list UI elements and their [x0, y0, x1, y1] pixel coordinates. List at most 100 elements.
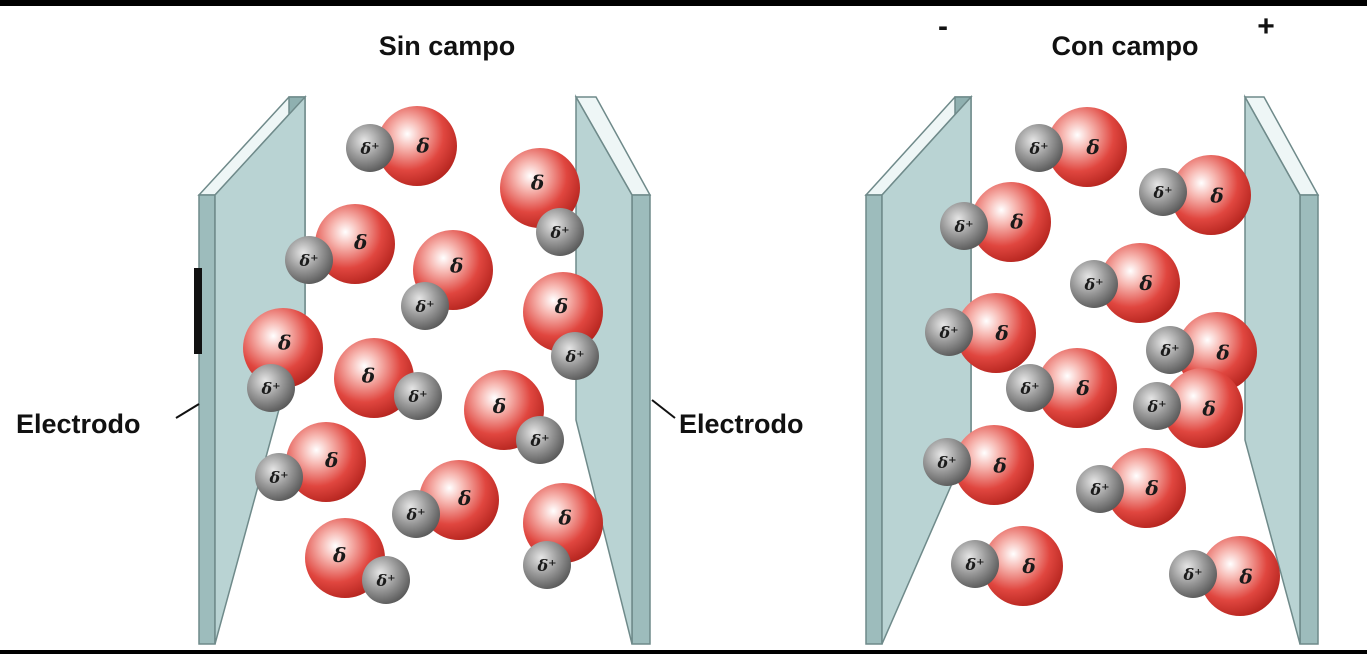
molecules-layer: δ δ⁺ δ δ⁺ δ δ⁺ δ δ⁺ δ δ⁺ δ δ⁺ δ δ⁺ δ δ⁺ δ δ⁺ δ δ⁺ δ δ⁺ δ δ⁺ δ δ⁺ δ… — [243, 106, 1280, 616]
oxygen-charge-label: δ — [1075, 376, 1089, 400]
negative-sign: - — [938, 10, 948, 43]
oxygen-charge-label: δ — [324, 448, 338, 472]
left-water-molecule-8: δ δ⁺ — [464, 370, 564, 464]
hydrogen-atom — [1146, 326, 1194, 374]
hydrogen-atom — [401, 282, 449, 330]
oxygen-charge-label: δ — [1021, 554, 1035, 578]
electrode-connector — [194, 268, 202, 354]
hydrogen-charge-label: δ⁺ — [1182, 565, 1202, 584]
left-water-molecule-5: δδ⁺ — [523, 272, 603, 380]
oxygen-atom — [334, 338, 414, 418]
oxygen-charge-label: δ — [332, 543, 346, 567]
right-panel-positive-electrode — [1243, 94, 1320, 645]
left-water-molecule-9: δ δ⁺ — [255, 422, 366, 502]
right-water-molecule-6: δ δ⁺ — [925, 293, 1036, 373]
right-panel-title: Con campo — [1051, 31, 1198, 61]
oxygen-charge-label: δ — [1215, 340, 1229, 364]
hydrogen-atom — [1015, 124, 1063, 172]
right-water-molecule-5: δ δ⁺ — [1146, 312, 1257, 392]
oxygen-atom — [983, 526, 1063, 606]
hydrogen-charge-label: δ⁺ — [529, 431, 549, 450]
hydrogen-charge-label: δ⁺ — [549, 223, 569, 242]
hydrogen-charge-label: δ⁺ — [375, 571, 395, 590]
right-electrode-label: Electrodo — [679, 409, 804, 439]
hydrogen-charge-label: δ⁺ — [260, 379, 280, 398]
hydrogen-atom — [940, 202, 988, 250]
oxygen-charge-label: δ — [1009, 209, 1023, 233]
oxygen-charge-label: δ — [415, 134, 429, 158]
left-water-molecule-10: δ δ⁺ — [392, 460, 499, 540]
right-water-molecule-4: δ δ⁺ — [1070, 243, 1180, 323]
left-water-molecule-12: δ δ⁺ — [305, 518, 410, 604]
right-water-molecule-7: δδ⁺ — [1006, 348, 1117, 428]
oxygen-charge-label: δ — [361, 364, 375, 388]
oxygen-atom — [954, 425, 1034, 505]
hydrogen-atom — [346, 124, 394, 172]
positive-sign: + — [1257, 10, 1275, 43]
right-water-molecule-12: δδ⁺ — [1169, 536, 1280, 616]
left-water-molecule-7: δ δ⁺ — [334, 338, 442, 420]
left-water-molecule-11: δ δ⁺ — [523, 483, 603, 589]
hydrogen-atom — [536, 208, 584, 256]
hydrogen-charge-label: δ⁺ — [405, 505, 425, 524]
hydrogen-atom — [925, 308, 973, 356]
oxygen-charge-label: δ — [530, 171, 544, 195]
hydrogen-charge-label: δ⁺ — [936, 453, 956, 472]
hydrogen-atom — [362, 556, 410, 604]
left-electrode-leader — [175, 403, 200, 419]
hydrogen-atom — [394, 372, 442, 420]
right-water-molecule-11: δ δ⁺ — [951, 526, 1063, 606]
hydrogen-charge-label: δ⁺ — [1083, 275, 1103, 294]
hydrogen-charge-label: δ⁺ — [953, 217, 973, 236]
hydrogen-charge-label: δ⁺ — [1159, 341, 1179, 360]
oxygen-atom — [1047, 107, 1127, 187]
right-electrode-leader — [651, 399, 676, 419]
hydrogen-atom — [951, 540, 999, 588]
hydrogen-atom — [1133, 382, 1181, 430]
hydrogen-charge-label: δ⁺ — [1146, 397, 1166, 416]
hydrogen-atom — [255, 453, 303, 501]
hydrogen-charge-label: δ⁺ — [964, 555, 984, 574]
oxygen-atom — [315, 204, 395, 284]
oxygen-atom — [1100, 243, 1180, 323]
hydrogen-atom — [1006, 364, 1054, 412]
hydrogen-atom — [247, 364, 295, 412]
right-water-molecule-10: δδ⁺ — [1076, 448, 1186, 528]
oxygen-charge-label: δ — [457, 486, 471, 510]
hydrogen-atom — [392, 490, 440, 538]
hydrogen-charge-label: δ⁺ — [298, 251, 318, 270]
left-electrode-label: Electrodo — [16, 409, 141, 439]
hydrogen-charge-label: δ⁺ — [407, 387, 427, 406]
oxygen-charge-label: δ — [994, 321, 1008, 345]
right-water-molecule-8: δ δ⁺ — [1133, 368, 1243, 448]
left-panel-right-electrode — [574, 94, 652, 645]
oxygen-charge-label: δ — [1138, 271, 1152, 295]
oxygen-atom — [1200, 536, 1280, 616]
hydrogen-charge-label: δ⁺ — [268, 468, 288, 487]
oxygen-atom — [523, 272, 603, 352]
hydrogen-charge-label: δ⁺ — [536, 556, 556, 575]
oxygen-atom — [377, 106, 457, 186]
left-panel-title: Sin campo — [379, 31, 516, 61]
oxygen-atom — [1106, 448, 1186, 528]
oxygen-charge-label: δ — [492, 394, 506, 418]
right-water-molecule-3: δ δ⁺ — [940, 182, 1051, 262]
hydrogen-atom — [1076, 465, 1124, 513]
oxygen-charge-label: δ — [1201, 396, 1215, 420]
oxygen-charge-label: δ — [353, 230, 367, 254]
oxygen-atom — [971, 182, 1051, 262]
hydrogen-charge-label: δ⁺ — [938, 323, 958, 342]
hydrogen-atom — [1169, 550, 1217, 598]
hydrogen-atom — [1139, 168, 1187, 216]
hydrogen-atom — [551, 332, 599, 380]
oxygen-atom — [956, 293, 1036, 373]
hydrogen-charge-label: δ⁺ — [1089, 480, 1109, 499]
right-water-molecule-9: δδ⁺ — [923, 425, 1034, 505]
oxygen-charge-label: δ — [277, 330, 291, 354]
left-water-molecule-3: δ δ⁺ — [285, 204, 395, 284]
oxygen-charge-label: δ — [554, 294, 568, 318]
frame-bottom — [0, 650, 1367, 654]
hydrogen-atom — [923, 438, 971, 486]
left-water-molecule-2: δ δ⁺ — [500, 148, 584, 256]
oxygen-charge-label: δ — [557, 505, 571, 529]
